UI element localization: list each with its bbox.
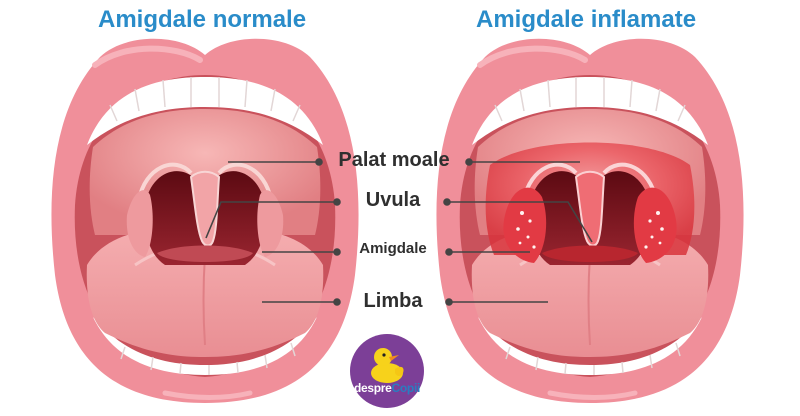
label-tongue: Limba [363,290,423,312]
duck-icon [350,334,424,408]
title-inflamed-tonsils: Amigdale inflamate [476,6,697,33]
logo-part1: despre [353,381,392,395]
label-tonsils: Amigdale [359,240,427,257]
logo-part2: Copii [391,381,421,395]
logo-wordmark: despreCopii [349,381,425,395]
leader-lines [205,158,593,306]
label-soft-palate: Palat moale [338,149,450,171]
normal-mouth [51,39,358,403]
inflamed-mouth [436,39,743,403]
label-uvula: Uvula [365,189,421,211]
despre-copii-logo: despreCopii [349,333,425,409]
title-normal-tonsils: Amigdale normale [98,6,307,33]
